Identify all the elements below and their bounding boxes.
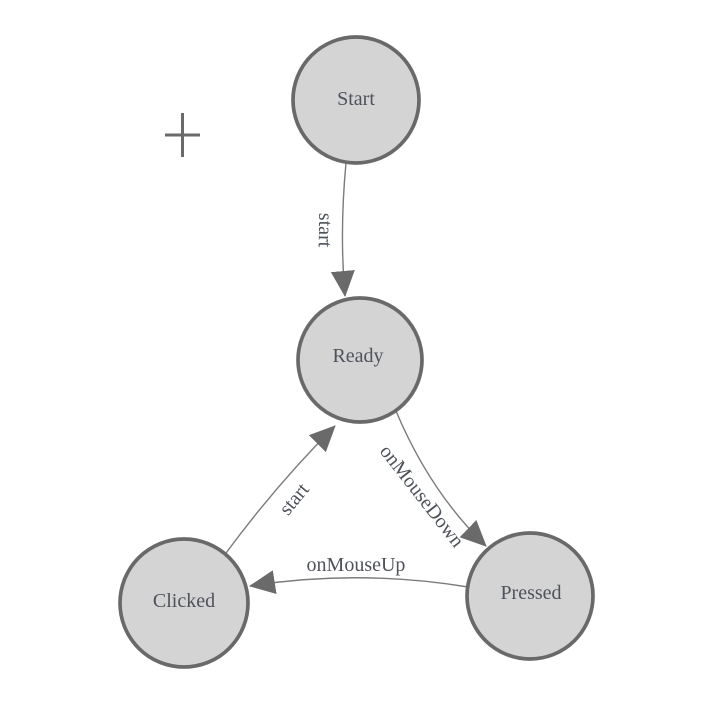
state-circle-pressed[interactable]: [465, 531, 595, 661]
state-label-pressed: Pressed: [500, 582, 561, 604]
nodes-layer: Start Ready Clicked Pressed: [118, 35, 595, 669]
state-label-start: Start: [337, 88, 375, 110]
edge-start-to-ready[interactable]: [330, 162, 355, 297]
state-node-start[interactable]: Start: [291, 35, 421, 165]
state-circle-start[interactable]: [291, 35, 421, 165]
edge-label-start-to-ready: start: [314, 213, 337, 248]
state-label-ready: Ready: [332, 345, 383, 367]
state-circle-clicked[interactable]: [118, 537, 250, 669]
state-node-pressed[interactable]: Pressed: [465, 531, 595, 661]
edge-clicked-to-ready[interactable]: [225, 425, 336, 554]
state-node-ready[interactable]: Ready: [296, 296, 424, 424]
state-node-clicked[interactable]: Clicked: [118, 537, 250, 669]
origin-plus-icon: [165, 113, 200, 157]
state-circle-ready[interactable]: [296, 296, 424, 424]
edge-ready-to-pressed[interactable]: [395, 410, 487, 547]
edge-label-ready-to-pressed: onMouseDown: [375, 441, 468, 552]
edge-pressed-to-clicked[interactable]: [249, 570, 469, 594]
state-label-clicked: Clicked: [153, 590, 215, 612]
edges-layer: [225, 162, 487, 594]
edge-label-pressed-to-clicked: onMouseUp: [307, 554, 406, 576]
